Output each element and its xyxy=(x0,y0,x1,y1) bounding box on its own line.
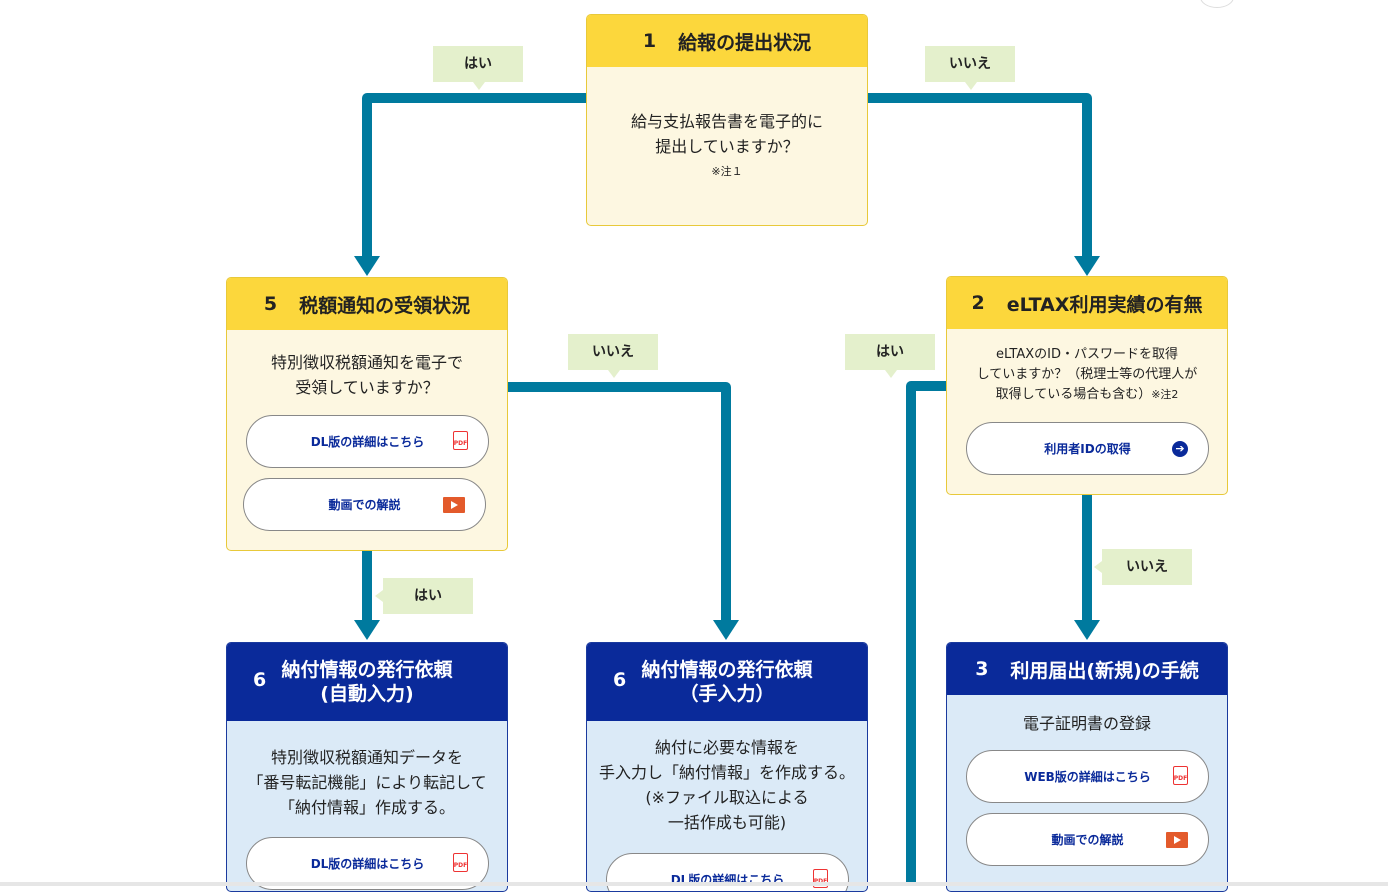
description-line: 一括作成も可能) xyxy=(667,813,787,832)
button-label: WEB版の詳細はこちら xyxy=(1024,770,1151,784)
step-6-auto-description: 特別徴収税額通知データを 「番号転記機能」により転記して 「納付情報」作成する。 xyxy=(227,721,507,820)
question-line: 取得している場合も含む） xyxy=(995,387,1152,402)
video-icon xyxy=(1166,832,1188,848)
button-label: DL版の詳細はこちら xyxy=(310,435,425,449)
question-line: 給与支払報告書を電子的に xyxy=(630,112,823,131)
description-line: 特別徴収税額通知データを xyxy=(270,748,463,767)
step-title-line: (自動入力) xyxy=(320,683,414,705)
step-6-header: 6 納付情報の発行依頼 (自動入力) xyxy=(227,643,507,721)
get-user-id-button[interactable]: 利用者IDの取得 ➔ xyxy=(966,422,1209,475)
step-2-box: 2 eLTAX利用実績の有無 eLTAXのID・パスワードを取得 していますか？… xyxy=(946,276,1228,495)
step-title: eLTAX利用実績の有無 xyxy=(1006,293,1203,316)
step-6-header: 6 納付情報の発行依頼 （手入力） xyxy=(587,643,867,721)
question-line: 受領していますか？ xyxy=(295,378,439,397)
step-number: 6 xyxy=(253,669,267,691)
step-1-box: 1 給報の提出状況 給与支払報告書を電子的に 提出していますか？ ※注１ xyxy=(586,14,868,226)
step-number: 1 xyxy=(642,30,657,52)
step-6-manual-description: 納付に必要な情報を 手入力し「納付情報」を作成する。 (※ファイル取込による 一… xyxy=(587,721,867,835)
video-explanation-button[interactable]: 動画での解説 xyxy=(966,813,1209,866)
step-2-question: eLTAXのID・パスワードを取得 していますか？（税理士等の代理人が 取得して… xyxy=(947,329,1227,405)
question-line: eLTAXのID・パスワードを取得 xyxy=(995,347,1179,362)
description-line: 納付に必要な情報を xyxy=(654,738,799,757)
step-title: 納付情報の発行依頼 （手入力） xyxy=(641,658,812,706)
step-title-line: 納付情報の発行依頼 xyxy=(641,659,813,681)
yes-label: はい xyxy=(433,46,523,90)
dl-details-button[interactable]: DL版の詳細はこちら PDF xyxy=(606,853,849,891)
step-title-line: （手入力） xyxy=(679,683,775,705)
step-6-auto-box: 6 納付情報の発行依頼 (自動入力) 特別徴収税額通知データを 「番号転記機能」… xyxy=(226,642,508,892)
step-number: 5 xyxy=(263,293,278,315)
button-label: 利用者IDの取得 xyxy=(1044,442,1131,456)
step-3-header: 3 利用届出(新規)の手続 xyxy=(947,643,1227,695)
no-label: いいえ xyxy=(568,334,658,378)
step-number: 2 xyxy=(971,292,985,314)
question-line: 提出していますか？ xyxy=(655,137,799,156)
dl-details-button[interactable]: DL版の詳細はこちら PDF xyxy=(246,415,489,468)
no-label: いいえ xyxy=(925,46,1015,90)
pdf-icon: PDF xyxy=(453,853,468,872)
description-line: 「番号転記機能」により転記して xyxy=(247,773,487,792)
step-title-line: 納付情報の発行依頼 xyxy=(281,659,453,681)
question-line: していますか？（税理士等の代理人が xyxy=(976,367,1198,382)
no-label: いいえ xyxy=(1094,549,1192,585)
button-label: 動画での解説 xyxy=(1051,833,1124,847)
yes-label: はい xyxy=(375,578,473,614)
description-line: 「納付情報」作成する。 xyxy=(278,798,455,817)
button-label: 動画での解説 xyxy=(328,498,401,512)
video-icon xyxy=(443,497,465,513)
step-title: 給報の提出状況 xyxy=(678,31,812,54)
video-explanation-button[interactable]: 動画での解説 xyxy=(243,478,486,531)
web-details-button[interactable]: WEB版の詳細はこちら PDF xyxy=(966,750,1209,803)
step-title: 納付情報の発行依頼 (自動入力) xyxy=(281,658,452,706)
step-5-question: 特別徴収税額通知を電子で 受領していますか？ xyxy=(227,330,507,400)
dl-details-button[interactable]: DL版の詳細はこちら PDF xyxy=(246,837,489,890)
step-1-header: 1 給報の提出状況 xyxy=(587,15,867,67)
description-line: (※ファイル取込による xyxy=(645,788,809,807)
step-number: 6 xyxy=(613,669,627,691)
step-5-box: 5 税額通知の受領状況 特別徴収税額通知を電子で 受領していますか？ DL版の詳… xyxy=(226,277,508,551)
note-text: ※注１ xyxy=(711,165,743,178)
description-line: 電子証明書の登録 xyxy=(1022,714,1151,733)
step-2-header: 2 eLTAX利用実績の有無 xyxy=(947,277,1227,329)
step-title: 税額通知の受領状況 xyxy=(299,294,471,317)
step-1-question: 給与支払報告書を電子的に 提出していますか？ ※注１ xyxy=(587,67,867,184)
bottom-scroll-bar xyxy=(0,882,1388,886)
note-text: ※注2 xyxy=(1151,388,1179,401)
step-6-manual-box: 6 納付情報の発行依頼 （手入力） 納付に必要な情報を 手入力し「納付情報」を作… xyxy=(586,642,868,892)
question-line: 特別徴収税額通知を電子で xyxy=(270,353,463,372)
pdf-icon: PDF xyxy=(1173,766,1188,785)
button-label: DL版の詳細はこちら xyxy=(310,857,425,871)
description-line: 手入力し「納付情報」を作成する。 xyxy=(598,763,855,782)
step-5-header: 5 税額通知の受領状況 xyxy=(227,278,507,330)
pdf-icon: PDF xyxy=(453,431,468,450)
arrow-right-icon: ➔ xyxy=(1172,441,1188,457)
yes-label: はい xyxy=(845,334,935,378)
step-title: 利用届出(新規)の手続 xyxy=(1010,659,1199,682)
step-3-description: 電子証明書の登録 xyxy=(947,695,1227,736)
step-number: 3 xyxy=(975,658,989,680)
step-3-box: 3 利用届出(新規)の手続 電子証明書の登録 WEB版の詳細はこちら PDF 動… xyxy=(946,642,1228,892)
